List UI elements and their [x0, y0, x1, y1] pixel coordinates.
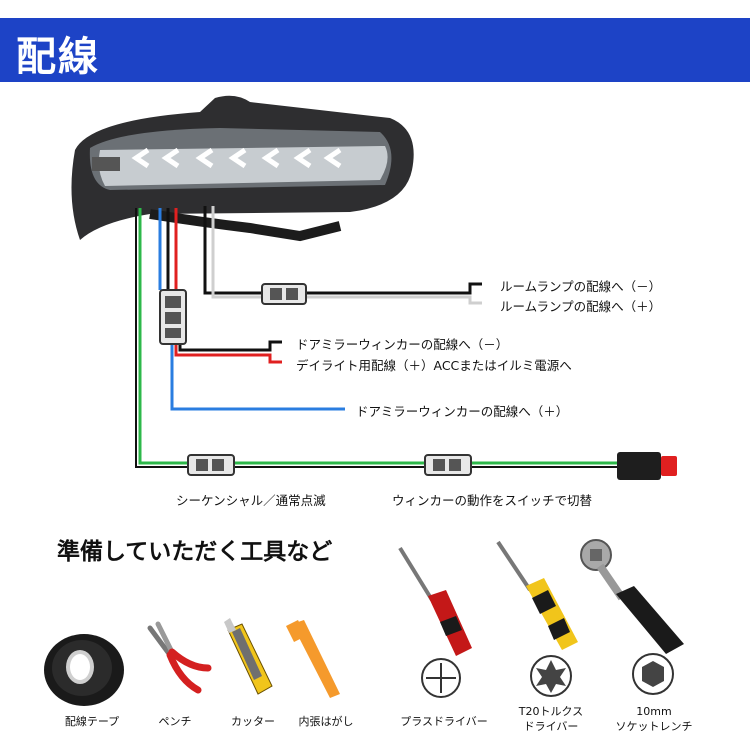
- connector-triple: [159, 289, 187, 345]
- screwdriver-icon: [398, 546, 472, 656]
- wire-white-room: [211, 206, 482, 305]
- push-switch: [617, 452, 677, 480]
- torx-head-icon: [530, 655, 572, 697]
- hex-head-icon: [632, 653, 674, 695]
- wire-red-daylight-b: [174, 345, 282, 364]
- wire-blue-mirror-b: [170, 345, 345, 411]
- connector-switch-left: [187, 454, 235, 476]
- torx-driver-icon: [496, 540, 578, 650]
- trim-remover-icon: [286, 620, 340, 698]
- connector-room: [261, 283, 307, 305]
- socket-wrench-icon: [580, 539, 684, 654]
- label-sequential: シーケンシャル／通常点滅: [176, 493, 326, 508]
- tool-label-phillips: プラスドライバー: [400, 715, 488, 728]
- tape-icon: [44, 634, 124, 706]
- label-mirror-winker-minus: ドアミラーウィンカーの配線へ（－）: [296, 337, 509, 352]
- pliers-icon: [147, 621, 212, 694]
- cutter-icon: [224, 618, 273, 695]
- tool-label-pliers: ペンチ: [158, 715, 192, 728]
- tool-label-torx-line2: ドライバー: [523, 720, 579, 733]
- tool-label-trim-remover: 内張はがし: [298, 715, 354, 728]
- label-room-lamp-minus: ルームランプの配線へ（－）: [500, 279, 662, 294]
- tool-label-tape: 配線テープ: [64, 715, 120, 728]
- tool-label-torx: T20トルクス ドライバー: [506, 704, 596, 734]
- wire-black-mirror-b: [178, 340, 282, 352]
- label-switch-note: ウィンカーの動作をスイッチで切替: [392, 493, 593, 508]
- connector-switch-right: [424, 454, 472, 476]
- tool-label-torx-line1: T20トルクス: [518, 705, 584, 718]
- wire-black-room: [203, 206, 482, 295]
- phillips-head-icon: [421, 658, 461, 698]
- label-mirror-winker-plus: ドアミラーウィンカーの配線へ（＋）: [356, 404, 569, 419]
- page-title: 配線: [16, 34, 100, 80]
- tool-label-socket: 10mm ソケットレンチ: [606, 704, 702, 734]
- tool-label-socket-line2: ソケットレンチ: [615, 720, 693, 733]
- tool-label-cutter: カッター: [231, 715, 275, 728]
- label-daylight: デイライト用配線（＋）ACCまたはイルミ電源へ: [296, 358, 572, 373]
- tool-label-socket-line1: 10mm: [636, 705, 672, 718]
- mirror-lamp-unit: [71, 95, 414, 242]
- label-room-lamp-plus: ルームランプの配線へ（＋）: [500, 299, 662, 314]
- tools-heading: 準備していただく工具など: [57, 539, 333, 565]
- header-bar: 配線: [0, 18, 750, 82]
